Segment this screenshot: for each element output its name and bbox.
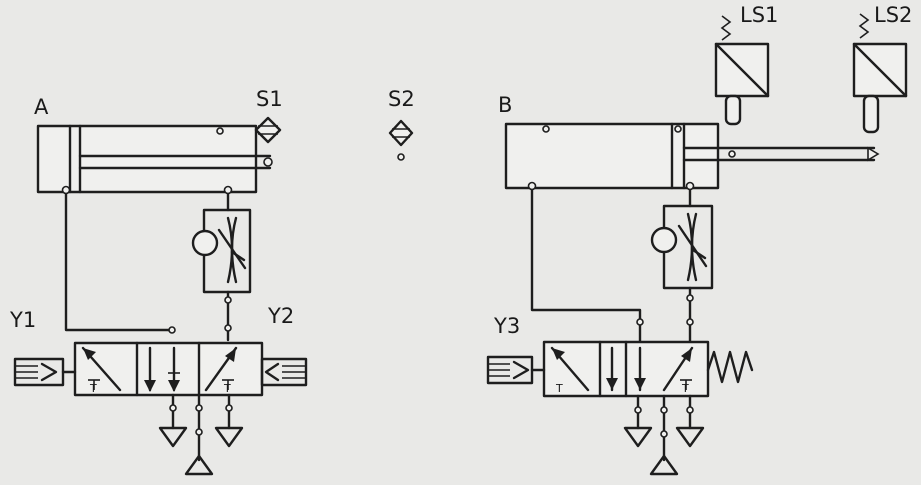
pressure-source-icon [649, 454, 679, 476]
spring-icon [706, 350, 754, 384]
cylinder-a-label: A [34, 95, 49, 119]
limit-switch-icon[interactable] [714, 15, 770, 126]
pressure-source-icon [184, 454, 214, 476]
sensor-s2-label: S2 [388, 87, 415, 111]
directional-valve-1 [73, 341, 264, 397]
exhaust-icon [623, 426, 653, 448]
valve2-port-t-right: T [681, 382, 689, 395]
flow-control-valve-icon [650, 204, 714, 290]
solenoid-coil-icon[interactable] [486, 355, 546, 385]
cylinder-a [36, 124, 273, 195]
solenoid-y2-label: Y2 [267, 304, 294, 328]
limit-ls2-label: LS2 [874, 3, 912, 27]
valve2-port-t-left: T [555, 382, 563, 395]
cylinder-b-label: B [498, 93, 512, 117]
solenoid-coil-icon[interactable] [260, 357, 308, 387]
sensor-s1-label: S1 [256, 87, 283, 111]
solenoid-y1-label: Y1 [9, 308, 36, 332]
cylinder-b [504, 122, 880, 191]
proximity-sensor-icon [254, 116, 282, 144]
limit-ls1-label: LS1 [740, 3, 778, 27]
exhaust-icon [675, 426, 705, 448]
solenoid-coil-icon[interactable] [13, 357, 77, 387]
flow-control-valve-icon [191, 208, 252, 294]
exhaust-icon [158, 426, 188, 448]
valve1-port-t-right: T [223, 382, 231, 395]
valve1-port-t-left: T [89, 382, 97, 395]
exhaust-icon [214, 426, 244, 448]
solenoid-y3-label: Y3 [493, 314, 520, 338]
limit-switch-icon[interactable] [852, 13, 908, 134]
directional-valve-2 [542, 340, 710, 398]
proximity-sensor-icon [388, 119, 414, 161]
